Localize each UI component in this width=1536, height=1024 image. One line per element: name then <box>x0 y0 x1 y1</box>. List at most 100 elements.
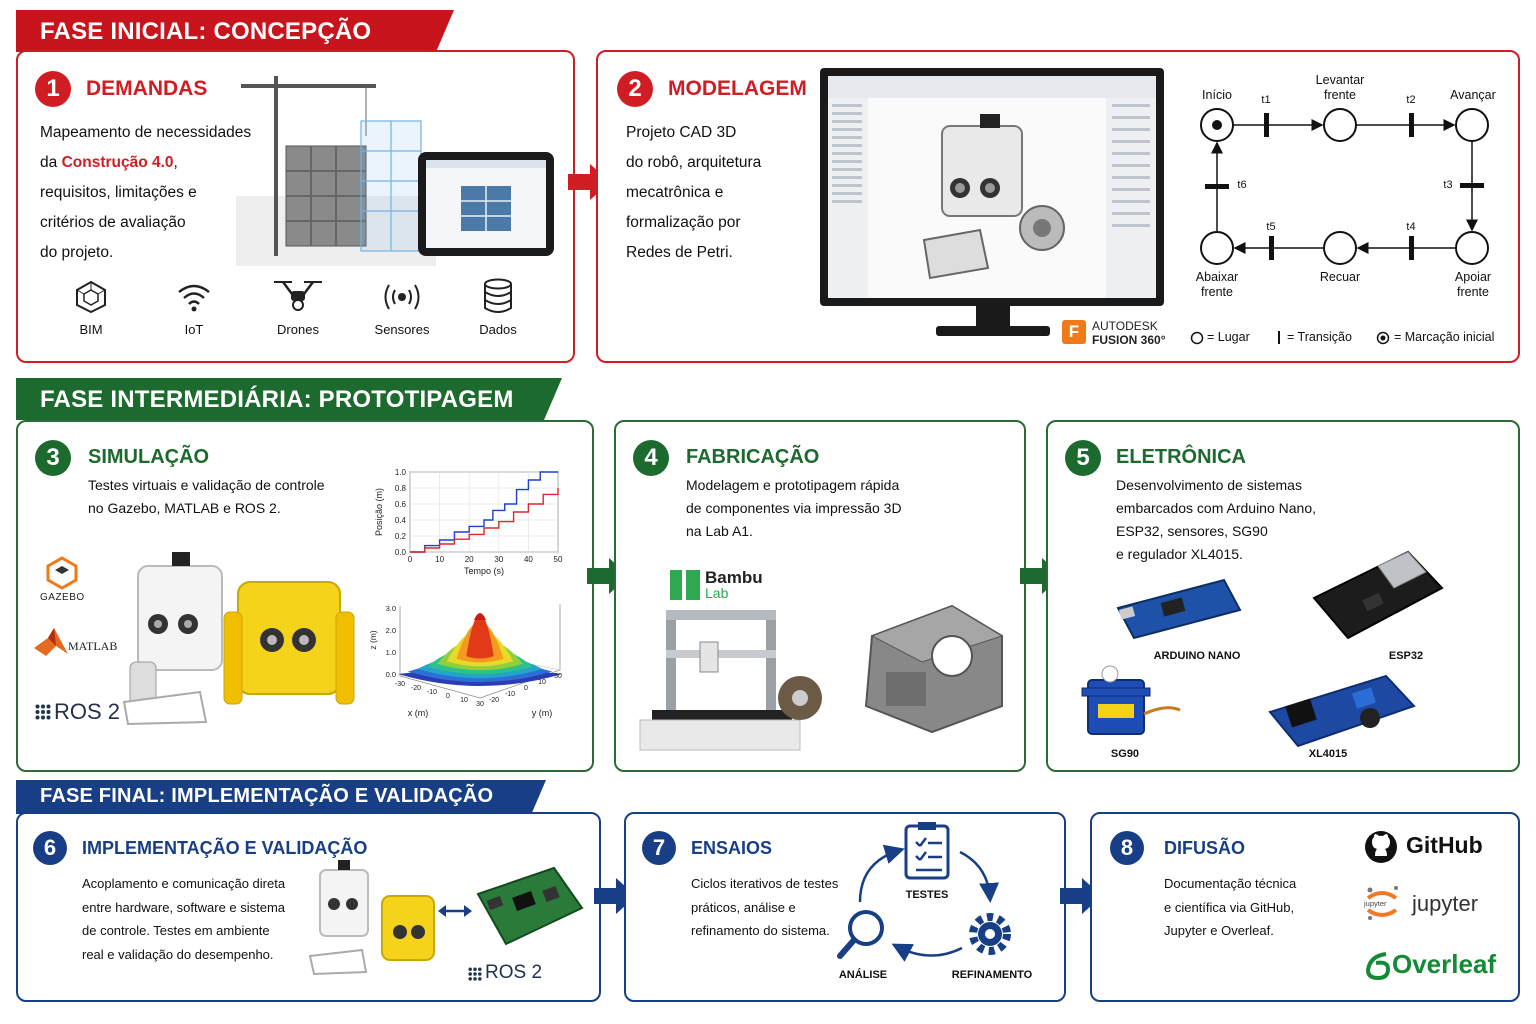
z-tick-label: 1.0 <box>386 648 396 657</box>
gazebo-logo-text: GAZEBO <box>40 592 85 603</box>
x-tick-label: 10 <box>435 555 444 564</box>
petri-label-frente1: frente <box>1324 88 1356 102</box>
x-tick-label: 0 <box>446 693 450 700</box>
github-logo-text: GitHub <box>1406 832 1483 858</box>
series-line <box>410 471 558 553</box>
x-tick-label: 0 <box>408 555 413 564</box>
fusion-logo-text-a: AUTODESK <box>1092 319 1158 333</box>
bidirectional-arrow-icon <box>438 905 472 917</box>
plot-frame <box>409 471 559 553</box>
part-label-arduino: ARDUINO NANO <box>1153 650 1241 662</box>
ros-logo-text-small: ROS 2 <box>485 962 543 983</box>
desc-line: Projeto CAD 3D <box>626 124 737 141</box>
card-title-difusao: DIFUSÃO <box>1164 838 1245 858</box>
card-ensaios <box>624 812 1066 1002</box>
icon-label-bim: BIM <box>79 322 103 337</box>
petri-label-inicio: Início <box>1202 88 1232 102</box>
desc-line: Testes virtuais e validação de controle <box>88 477 325 493</box>
desc-line: Desenvolvimento de sistemas <box>1116 477 1302 493</box>
petri-label-recuar: Recuar <box>1319 270 1361 284</box>
desc-line: de componentes via impressão 3D <box>686 500 902 516</box>
drone-icon <box>274 281 322 311</box>
step-number-8: 8 <box>1110 831 1144 865</box>
bambu-logo-text: Bambu <box>705 568 763 587</box>
printed-part-illustration <box>864 604 1004 734</box>
x-axis-label: Tempo (s) <box>464 566 504 576</box>
desc-line: requisitos, limitações e <box>40 184 197 201</box>
database-icon <box>484 278 512 313</box>
surface-band <box>466 614 494 659</box>
petri-label-apoiar: Apoiar <box>1454 270 1492 284</box>
petri-net-diagram <box>1200 108 1489 265</box>
petri-t2: t2 <box>1406 94 1416 106</box>
card-desc-difusao: Documentação técnica e científica via Gi… <box>1164 872 1334 943</box>
legend-transicao: = Transição <box>1287 330 1352 344</box>
y-axis-label: y (m) <box>532 708 553 718</box>
card-desc-eletronica: Desenvolvimento de sistemas embarcados c… <box>1116 474 1416 566</box>
matlab-logo-icon <box>34 628 68 656</box>
petri-label-frente3: frente <box>1457 285 1489 299</box>
step-number-3: 3 <box>35 440 71 476</box>
card-desc-implementacao: Acoplamento e comunicação direta entre h… <box>82 872 312 966</box>
x-tick-label: 40 <box>524 555 533 564</box>
desc-line: entre hardware, software e sistema <box>82 899 286 915</box>
x-axis-label: x (m) <box>408 708 429 718</box>
x-tick-label: 20 <box>465 555 474 564</box>
fusion-logo-icon: F <box>1062 320 1086 344</box>
construction-illustration <box>236 76 554 266</box>
y-tick-label: 0.2 <box>395 532 407 541</box>
3d-printer-illustration <box>639 610 822 751</box>
control-board-illustration <box>476 866 584 946</box>
card-title-simulacao: SIMULAÇÃO <box>88 446 210 468</box>
step-number-6: 6 <box>33 831 67 865</box>
card-difusao <box>1090 812 1520 1002</box>
esp32-illustration <box>1312 550 1444 640</box>
icon-label-drones: Drones <box>277 322 319 337</box>
card-desc-ensaios: Ciclos iterativos de testes práticos, an… <box>691 872 861 943</box>
cycle-label-refinamento: REFINAMENTO <box>951 969 1033 981</box>
robots-illustration <box>122 552 355 726</box>
matlab-logo-text: MATLAB <box>68 639 118 653</box>
petri-t6: t6 <box>1237 179 1247 191</box>
legend-marcacao: = Marcação inicial <box>1394 330 1495 344</box>
robots-small-illustration <box>308 860 435 976</box>
petri-t5: t5 <box>1266 221 1276 233</box>
desc-line: no Gazebo, MATLAB e ROS 2. <box>88 500 281 516</box>
legend-place-icon <box>1190 331 1204 345</box>
y-tick-label: 1.0 <box>395 468 407 477</box>
x-tick-label: -20 <box>411 685 421 692</box>
bambu-logo-text-b: Lab <box>705 585 729 601</box>
y-tick-label: 0.4 <box>395 516 407 525</box>
y-tick-label: 30 <box>554 673 562 680</box>
y-tick-label: 0.0 <box>395 548 407 557</box>
desc-line: e regulador XL4015. <box>1116 546 1243 562</box>
y-tick-label: 0.8 <box>395 484 407 493</box>
cycle-label-testes: TESTES <box>905 889 949 901</box>
card-title-demandas: DEMANDAS <box>86 77 208 100</box>
x-tick-label: 30 <box>494 555 503 564</box>
petri-label-levantar: Levantar <box>1315 73 1365 87</box>
desc-line: Documentação técnica <box>1164 876 1297 891</box>
petri-t1: t1 <box>1261 94 1271 106</box>
x-tick-label: 30 <box>476 701 484 708</box>
y-tick-label: 0 <box>524 685 528 692</box>
servo-sg90-illustration <box>1081 665 1181 735</box>
ros-logo-icon <box>35 704 51 720</box>
desc-line: na Lab A1. <box>686 523 753 539</box>
jupyter-logo-icon <box>1366 886 1398 920</box>
petri-t3: t3 <box>1443 179 1453 191</box>
desc-line: de controle. Testes em ambiente <box>82 923 270 938</box>
axes-box <box>399 604 561 699</box>
z-tick-label: 3.0 <box>386 604 396 613</box>
phase-final-tab: FASE FINAL: IMPLEMENTAÇÃO E VALIDAÇÃO <box>16 780 546 822</box>
icon-label-dados: Dados <box>479 322 517 337</box>
desc-line: do robô, arquitetura <box>626 154 762 171</box>
card-desc-simulacao: Testes virtuais e validação de controle … <box>88 474 368 520</box>
surface-peak <box>474 613 486 620</box>
step-number-5: 5 <box>1065 440 1101 476</box>
step-number-1: 1 <box>35 71 71 107</box>
phase-initial-tab: FASE INICIAL: CONCEPÇÃO <box>16 10 454 52</box>
desc-line: critérios de avaliação <box>40 214 186 231</box>
y-tick-label: 0.6 <box>395 500 407 509</box>
y-axis-label: Posição (m) <box>374 488 384 536</box>
